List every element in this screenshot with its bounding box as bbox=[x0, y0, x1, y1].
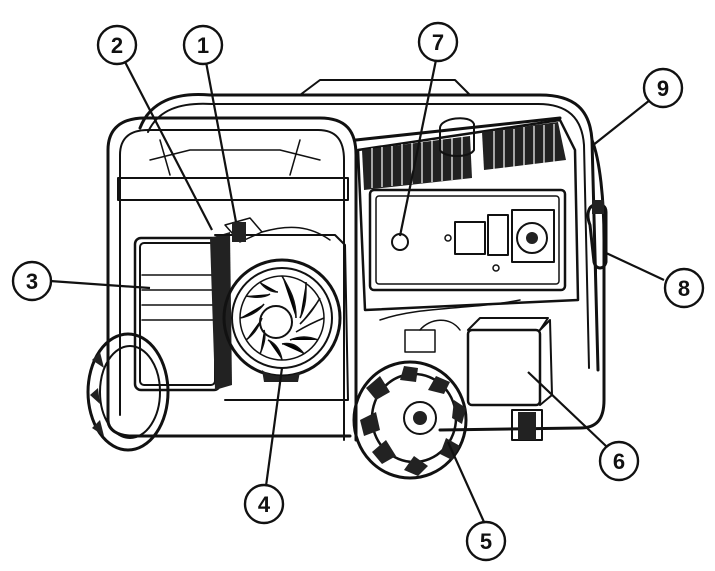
callout-5-number: 5 bbox=[480, 529, 492, 554]
wheel-rear bbox=[86, 332, 170, 452]
top-bracket bbox=[117, 139, 349, 201]
callout-2: 2 bbox=[96, 24, 138, 66]
air-filter-box bbox=[133, 232, 232, 392]
callout-8: 8 bbox=[663, 267, 705, 309]
leader-7 bbox=[398, 59, 438, 237]
callout-5: 5 bbox=[465, 520, 507, 562]
callout-8-number: 8 bbox=[678, 276, 690, 301]
callout-4: 4 bbox=[243, 483, 285, 525]
leader-5 bbox=[446, 441, 486, 523]
leader-8 bbox=[603, 251, 665, 281]
callout-2-number: 2 bbox=[111, 33, 123, 58]
leader-6 bbox=[527, 371, 607, 447]
wheel-front bbox=[352, 360, 468, 480]
leader-1 bbox=[204, 61, 238, 223]
frame-front bbox=[106, 116, 606, 442]
callout-6-number: 6 bbox=[613, 449, 625, 474]
callout-4-number: 4 bbox=[258, 492, 271, 517]
callout-6: 6 bbox=[598, 440, 640, 482]
callout-7: 7 bbox=[417, 21, 459, 63]
control-housing bbox=[356, 117, 580, 312]
engine-body bbox=[214, 217, 349, 401]
callout-9-number: 9 bbox=[657, 76, 669, 101]
callout-1-number: 1 bbox=[197, 33, 209, 58]
frame-back bbox=[138, 79, 600, 372]
leader-3 bbox=[49, 279, 151, 290]
leader-9 bbox=[591, 99, 651, 147]
leader-4 bbox=[264, 367, 284, 487]
leader-2 bbox=[123, 59, 213, 231]
handle bbox=[586, 200, 608, 301]
leader-lines bbox=[49, 59, 665, 523]
callout-7-number: 7 bbox=[432, 30, 444, 55]
callout-9: 9 bbox=[642, 67, 684, 109]
callout-3: 3 bbox=[11, 260, 53, 302]
recoil-starter bbox=[222, 258, 342, 382]
battery-box bbox=[379, 299, 553, 441]
callout-1: 1 bbox=[182, 24, 224, 66]
callouts: 1 2 3 4 5 6 7 8 bbox=[11, 21, 705, 562]
generator-illustration bbox=[86, 79, 608, 480]
callout-3-number: 3 bbox=[26, 269, 38, 294]
